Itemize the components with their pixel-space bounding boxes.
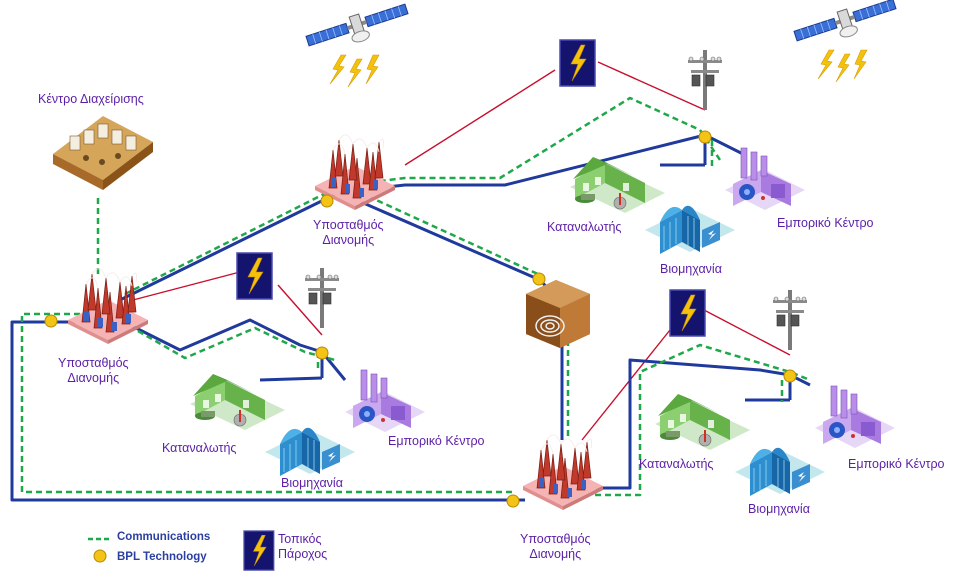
consumers-label: Καταναλωτής bbox=[639, 457, 714, 471]
factory-icon bbox=[344, 369, 426, 433]
lightning-provider-icon bbox=[559, 39, 596, 87]
bpl-node bbox=[506, 494, 520, 508]
commercial-center-label: Εμπορικό Κέντρο bbox=[388, 434, 485, 448]
transformer-box-icon bbox=[526, 280, 590, 348]
substation-bottom-label: Υποσταθμός Διανομής bbox=[520, 532, 591, 562]
bpl-node bbox=[320, 194, 334, 208]
substation-bottom-label-line1: Υποσταθμός bbox=[520, 532, 591, 546]
industry-building-icon bbox=[264, 427, 356, 477]
substation-icon bbox=[67, 268, 149, 345]
satellite-icon bbox=[303, 0, 413, 58]
substation-icon bbox=[522, 434, 604, 511]
legend-bpl-label: BPL Technology bbox=[117, 551, 207, 563]
substation-top-label-line1: Υποσταθμός bbox=[313, 218, 384, 232]
bpl-node bbox=[532, 272, 546, 286]
consumers-label: Καταναλωτής bbox=[162, 441, 237, 455]
legend-bpl-node bbox=[93, 549, 107, 563]
utility-pole-icon bbox=[772, 289, 808, 351]
industry-building-icon bbox=[644, 205, 736, 255]
management-center-label: Κέντρο Διαχείρισης bbox=[38, 92, 144, 106]
satellite-lightning-icon bbox=[817, 49, 868, 83]
management-center-icon bbox=[53, 116, 153, 190]
utility-pole-icon bbox=[687, 49, 723, 111]
substation-left-label: Υποσταθμός Διανομής bbox=[58, 356, 129, 386]
substation-bottom-label-line2: Διανομής bbox=[529, 547, 582, 561]
legend-communications-label: Communications bbox=[117, 531, 211, 543]
factory-icon bbox=[814, 385, 896, 449]
lightning-provider-icon bbox=[236, 252, 273, 300]
consumers-label: Καταναλωτής bbox=[547, 220, 622, 234]
substation-top-label-line2: Διανομής bbox=[322, 233, 375, 247]
commercial-center-label: Εμπορικό Κέντρο bbox=[777, 216, 874, 230]
bpl-node bbox=[783, 369, 797, 383]
substation-top-label: Υποσταθμός Διανομής bbox=[313, 218, 384, 248]
industry-label: Βιομηχανία bbox=[281, 476, 343, 490]
legend-provider-label-line2: Πάροχος bbox=[278, 547, 328, 561]
legend-provider-icon bbox=[243, 530, 275, 571]
satellite-icon bbox=[791, 0, 901, 53]
legend-provider-label: Τοπικός Πάροχος bbox=[278, 532, 327, 562]
house-icon bbox=[189, 373, 286, 431]
industry-label: Βιομηχανία bbox=[660, 262, 722, 276]
bpl-node bbox=[698, 130, 712, 144]
substation-left-label-line2: Διανομής bbox=[67, 371, 120, 385]
substation-left-label-line1: Υποσταθμός bbox=[58, 356, 129, 370]
legend-provider-label-line1: Τοπικός bbox=[278, 532, 322, 546]
commercial-center-label: Εμπορικό Κέντρο bbox=[848, 457, 945, 471]
satellite-lightning-icon bbox=[329, 54, 380, 88]
bpl-node bbox=[315, 346, 329, 360]
lightning-provider-icon bbox=[669, 289, 706, 337]
utility-pole-icon bbox=[304, 267, 340, 329]
bpl-node bbox=[44, 314, 58, 328]
industry-building-icon bbox=[734, 447, 826, 497]
industry-label: Βιομηχανία bbox=[748, 502, 810, 516]
factory-icon bbox=[724, 147, 806, 211]
house-icon bbox=[654, 393, 751, 451]
